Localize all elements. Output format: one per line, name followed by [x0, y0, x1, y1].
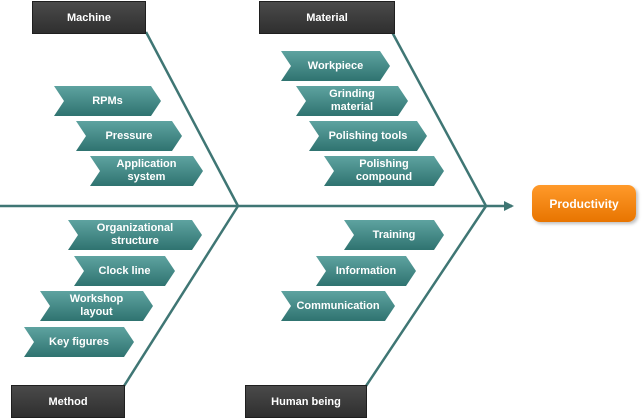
- cause-information: Information: [316, 256, 416, 286]
- cause-polishing-tools: Polishing tools: [309, 121, 427, 151]
- category-machine: Machine: [32, 1, 146, 34]
- cause-training: Training: [344, 220, 444, 250]
- bone-method: [122, 205, 240, 387]
- cause-workpiece: Workpiece: [281, 51, 390, 81]
- cause-organizational-structure: Organizational structure: [68, 220, 202, 250]
- cause-clock-line: Clock line: [74, 256, 175, 286]
- cause-workshop-layout: Workshop layout: [40, 291, 153, 321]
- category-material: Material: [259, 1, 395, 34]
- cause-rpms: RPMs: [54, 86, 161, 116]
- cause-communication: Communication: [281, 291, 395, 321]
- bone-human: [364, 205, 488, 387]
- category-method: Method: [11, 385, 125, 418]
- bone-material: [390, 31, 488, 207]
- cause-application-system: Application system: [90, 156, 203, 186]
- cause-grinding-material: Grinding material: [296, 86, 408, 116]
- bone-machine: [144, 31, 240, 207]
- effect-productivity: Productivity: [532, 185, 636, 222]
- category-human-being: Human being: [245, 385, 367, 418]
- cause-pressure: Pressure: [76, 121, 182, 151]
- cause-key-figures: Key figures: [24, 327, 134, 357]
- cause-polishing-compound: Polishing compound: [324, 156, 444, 186]
